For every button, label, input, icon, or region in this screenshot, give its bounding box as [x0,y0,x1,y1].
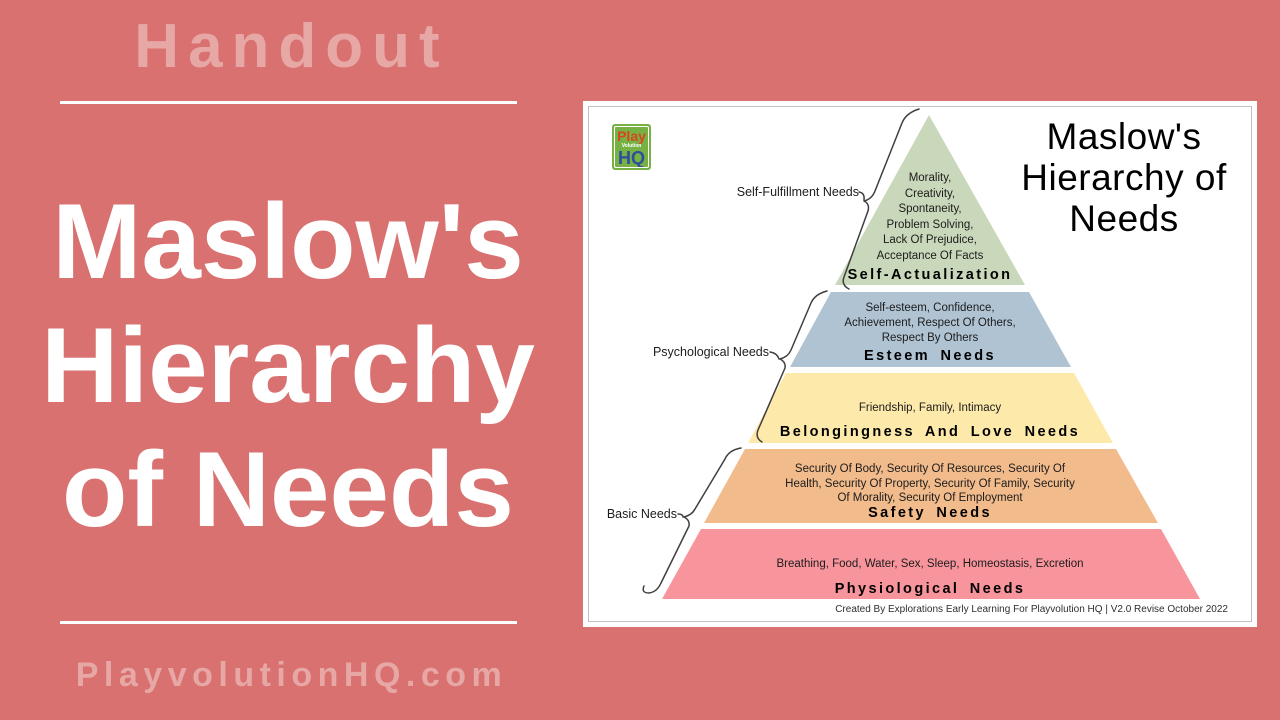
group-label-basic: Basic Needs [606,507,677,521]
level-safety-items: Security Of Body, Security Of Resources,… [785,463,1075,504]
eyebrow-text: Handout [134,12,449,81]
connector-self-fulfillment [858,191,865,201]
connector-basic [677,513,684,518]
bracket-basic [642,447,742,594]
level-physiological-shape [662,529,1200,599]
playvolution-hq-logo: Play Volution HQ [612,124,651,170]
level-self-actualization-label: Self-Actualization [847,267,1013,283]
level-esteem-label: Esteem Needs [864,348,996,364]
credit-caption: Created By Explorations Early Learning F… [835,604,1228,615]
left-panel: Handout Maslow's Hierarchy of Needs Play… [0,0,583,720]
level-self-actualization-items: Morality, Creativity, Spontaneity, Probl… [876,172,984,262]
level-esteem-shape [790,292,1071,367]
bracket-psychological [756,290,828,443]
poster-title: Maslow's Hierarchy of Needs [41,181,535,549]
level-physiological-items: Breathing, Food, Water, Sex, Sleep, Home… [776,558,1084,570]
pyramid-diagram [642,108,1200,599]
logo-text-hq: HQ [618,148,645,168]
logo-text-volution: Volution [621,143,642,149]
group-label-psychological: Psychological Needs [652,345,769,359]
level-safety-label: Safety Needs [868,505,992,521]
connector-psychological [769,351,780,360]
level-safety-shape [704,449,1158,523]
divider-top [60,101,517,104]
level-belongingness-items: Friendship, Family, Intimacy [858,402,1002,414]
bracket-self-fulfillment [842,108,920,290]
handout-card: Play Volution HQ Maslow's Hierarchy of N… [583,101,1257,627]
level-physiological-label: Physiological Needs [834,581,1026,597]
level-belongingness-shape [748,373,1113,443]
logo-text-play: Play [617,128,646,144]
card-title: Maslow's Hierarchy of Needs [1021,116,1227,239]
level-belongingness-label: Belongingness And Love Needs [779,424,1081,440]
website-url: PlayvolutionHQ.com [75,656,508,694]
level-self-actualization-shape [835,115,1025,285]
group-label-self-fulfillment: Self-Fulfillment Needs [736,185,859,199]
divider-bottom [60,621,517,624]
level-esteem-items: Self-esteem, Confidence, Achievement, Re… [844,302,1016,344]
logo-frame: Play Volution HQ [614,126,649,168]
